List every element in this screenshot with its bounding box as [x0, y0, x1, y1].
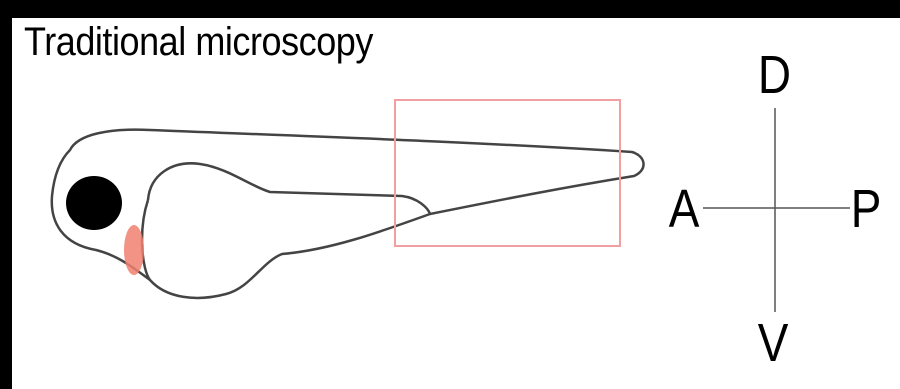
yolk-sac-outline: [142, 163, 430, 280]
dorsal-label: D: [758, 48, 791, 102]
ventral-label: V: [758, 316, 789, 370]
posterior-label: P: [851, 182, 882, 236]
eye-icon: [66, 176, 122, 230]
tail-highlight-box: [395, 100, 620, 246]
larva-body-outline: [52, 130, 644, 298]
anterior-label: A: [669, 182, 700, 236]
heart-icon: [124, 225, 144, 275]
